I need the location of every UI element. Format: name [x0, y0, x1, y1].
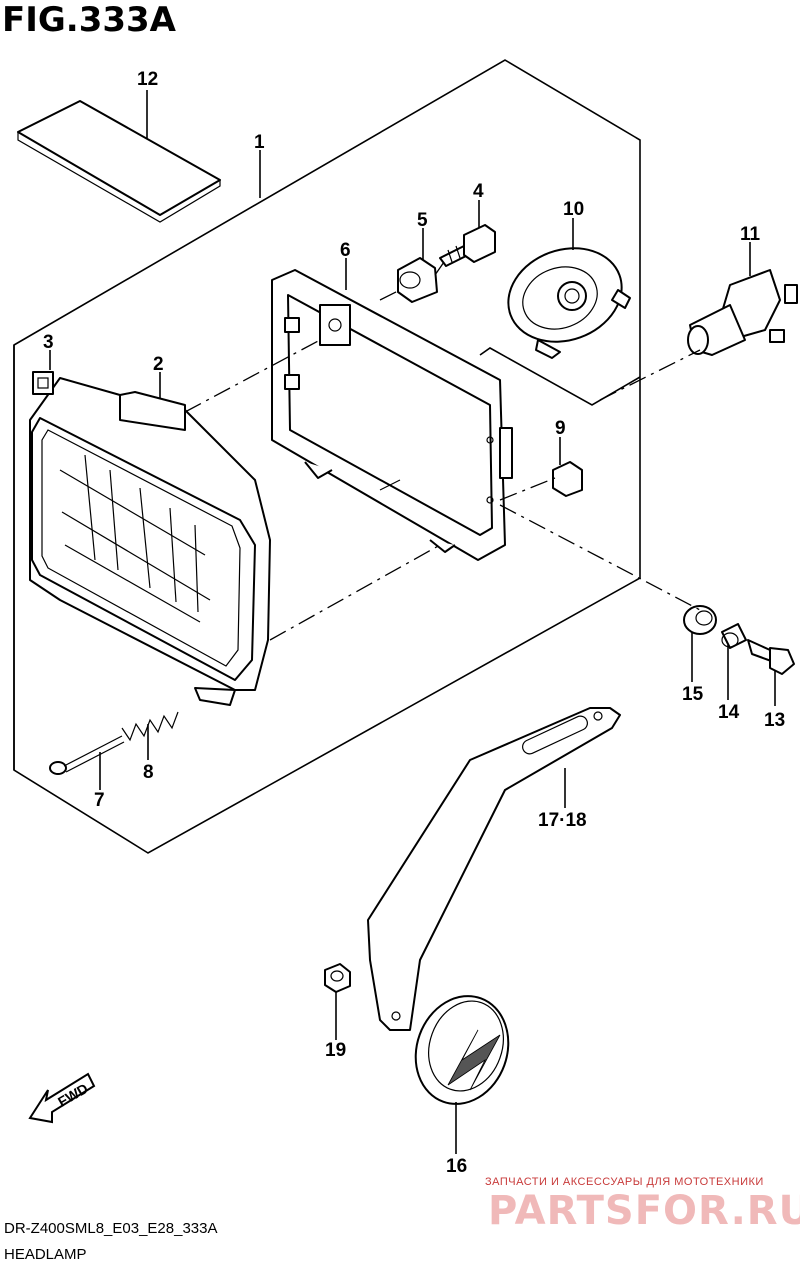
- callout-3: 3: [43, 332, 54, 353]
- callout-5: 5: [417, 210, 428, 231]
- bracket-bolt-part[interactable]: [747, 639, 795, 675]
- adjusting-spring-part[interactable]: [121, 711, 179, 742]
- assembly-notch: [479, 347, 641, 406]
- nut-clip-left-part[interactable]: [32, 371, 54, 395]
- callout-8: 8: [143, 762, 154, 783]
- leader-lines: [49, 90, 776, 1154]
- headlamp-lens-part[interactable]: [29, 377, 271, 706]
- bracket-nut-part[interactable]: [324, 963, 351, 993]
- callout-14: 14: [718, 702, 740, 723]
- callout-6: 6: [340, 240, 351, 261]
- adjusting-screw-part[interactable]: [49, 735, 125, 775]
- callout-1: 1: [254, 132, 265, 153]
- mounting-screw-part[interactable]: [439, 224, 496, 267]
- socket-cover-part[interactable]: [495, 233, 635, 359]
- dash-line: [499, 477, 556, 501]
- callout-10: 10: [563, 199, 584, 220]
- callout-2: 2: [153, 354, 164, 375]
- callout-12: 12: [137, 69, 158, 90]
- reflector-part[interactable]: [401, 983, 523, 1117]
- dash-line: [499, 504, 701, 611]
- headlamp-bulb-part[interactable]: [687, 269, 798, 356]
- nut-clip-right-part[interactable]: [552, 461, 583, 497]
- callout-9: 9: [555, 418, 566, 439]
- callout-13: 13: [764, 710, 785, 731]
- dash-line: [599, 349, 701, 401]
- callout-15: 15: [682, 684, 704, 705]
- callout-4: 4: [473, 181, 484, 202]
- drawing-code: DR-Z400SML8_E03_E28_333A: [4, 1220, 218, 1237]
- forward-arrow-icon: FWD: [28, 1072, 96, 1124]
- dash-line: [379, 289, 401, 301]
- dash-line: [269, 544, 441, 641]
- spacer-collar-part[interactable]: [721, 623, 747, 649]
- callout-16: 16: [446, 1156, 467, 1177]
- dash-line: [434, 261, 445, 276]
- watermark-tagline: ЗАПЧАСТИ И АКСЕССУАРЫ ДЛЯ МОТОТЕХНИКИ: [485, 1176, 764, 1188]
- rubber-cushion-part[interactable]: [683, 605, 717, 635]
- callout-17-18: 17·18: [538, 810, 587, 831]
- figure-title: FIG.333A: [2, 0, 176, 40]
- grommet-part[interactable]: [397, 257, 438, 303]
- callout-11: 11: [740, 224, 761, 245]
- callout-7: 7: [94, 790, 105, 811]
- headlamp-bracket-part[interactable]: [367, 707, 621, 1031]
- figure-caption: HEADLAMP: [4, 1246, 87, 1263]
- dash-line: [184, 339, 321, 413]
- headlamp-frame-part[interactable]: [271, 269, 513, 561]
- label-sticker-part[interactable]: [17, 100, 221, 223]
- callout-19: 19: [325, 1040, 346, 1061]
- watermark-logo: PARTSFOR.RU: [488, 1188, 800, 1234]
